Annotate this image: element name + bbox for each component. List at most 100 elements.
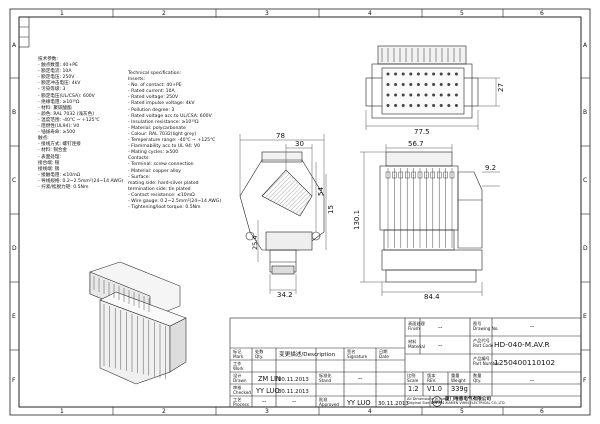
material-value: -- (438, 342, 443, 349)
drawn-date: 30.11.2013 (278, 377, 309, 383)
dim-label: 56.7 (408, 140, 424, 148)
spec-line: Inserts: (128, 77, 146, 83)
checked-date: 30.11.2013 (278, 389, 309, 395)
spec-line: 接线端: 锡 (38, 166, 60, 172)
spec-line: - Flammability acc.to UL 94: V0 (128, 144, 201, 150)
spec-line: - 额定电压(UL/CSA): 600V (38, 93, 95, 99)
spec-line: - 额定冲击电压: 4kV (38, 81, 81, 87)
spec-line: - Rated voltage acc.to UL/CSA: 600V (128, 113, 212, 119)
row-letter: B (12, 109, 17, 116)
front-view-dims (360, 144, 500, 296)
spec-line: - Rated voltage: 250V (128, 95, 179, 101)
col-number: 4 (368, 10, 372, 17)
spec-line: 接合端: 银 (38, 160, 60, 166)
process-value: -- (262, 398, 267, 405)
dim-label: 27 (497, 83, 505, 92)
dim-label: 9.2 (485, 164, 497, 172)
drawn-name: ZM LIN (258, 375, 281, 383)
spec-line: - 接触电阻: ≤10mΩ (38, 172, 81, 178)
col-number: 6 (540, 10, 544, 17)
isometric-view (89, 261, 187, 385)
row-letter: E (583, 313, 587, 320)
spec-line: - 材料: 聚碳酸酯 (38, 105, 72, 111)
spec-line: - 导线规格: 0.2~2.5mm²(24~14 AWG) (38, 178, 124, 184)
spec-line: 技术参数: (38, 57, 58, 62)
spec-line: Technical specification: (128, 71, 182, 76)
spec-line: - Material: copper alloy (128, 168, 182, 174)
col-number: 1 (60, 10, 64, 17)
spec-line: - 材料: 铜合金 (38, 148, 68, 154)
dim-label: 25.4 (251, 235, 259, 250)
isometric-terminals (93, 276, 166, 380)
spec-line: Contacts: (128, 156, 150, 162)
spec-line: - 触点数量: 40+PE (38, 63, 78, 69)
front-view-terminals (385, 168, 455, 248)
dim-label: 15 (327, 205, 335, 214)
row-letter: A (583, 42, 588, 49)
spec-line: - No. of contact: 40+PE (128, 83, 182, 89)
finish-value: -- (438, 324, 443, 331)
spec-list-english: Technical specification:Inserts:- No. of… (128, 71, 221, 211)
col-number: 3 (265, 408, 269, 415)
spec-line: - 颜色: RAL 7032 (浅灰色) (38, 111, 94, 117)
row-letter: C (12, 177, 17, 184)
spec-line: - Surface: (128, 174, 151, 180)
spec-list-chinese: 技术参数:- 触点数量: 40+PE- 额定电流: 10A- 额定电压: 250… (38, 57, 123, 191)
approved-date: 30.11.2013 (378, 401, 409, 407)
spec-line: - Colour: RAL 7032(light grey) (128, 131, 197, 137)
spec-line: - 接线方式: 螺钉连接 (38, 142, 81, 148)
spec-line: - Tightening/loot torque: 0.5Nm (128, 205, 201, 211)
qty-value: -- (530, 377, 535, 384)
col-number: 5 (460, 408, 464, 415)
spec-line: - Rated current: 10A (128, 89, 175, 95)
frame-ticks (10, 9, 590, 415)
spec-line: - Wire gauge: 0.2~2.5mm²(24~14 AWG) (128, 198, 222, 204)
spec-line: - 温度范围: -40℃ ~ +125℃ (38, 117, 100, 123)
spec-line: - 拧紧/松脱力矩: 0.5Nm (38, 184, 89, 190)
spec-line: - 插拔寿命: ≥500 (38, 130, 76, 136)
col-number: 1 (60, 408, 64, 415)
col-number: 3 (265, 10, 269, 17)
spec-line: - 绝缘电阻: ≥10¹⁰Ω (38, 99, 80, 105)
col-number: 2 (162, 10, 166, 17)
outer-frame (9, 8, 591, 416)
dim-label: 54 (317, 187, 325, 196)
side-view (239, 151, 325, 275)
row-letter: F (12, 377, 16, 384)
spec-line: termination side: tin plated (128, 186, 191, 192)
title-block-grid (229, 317, 582, 408)
spec-line: - 额定电流: 10A (38, 69, 72, 75)
spec-line: - Temperature range: -40℃ ~ +125℃ (128, 138, 216, 144)
dim-label: 30 (295, 140, 304, 148)
spec-line: mating side: hard-silver plated (128, 180, 199, 186)
checked-name: YY LUO (256, 387, 280, 395)
top-view (365, 45, 479, 119)
scale-value: 1:2 (408, 385, 419, 393)
spec-line: - Insulation resistance: ≥10¹⁰Ω (128, 119, 199, 125)
row-letter: D (12, 245, 17, 252)
col-number: 5 (460, 10, 464, 17)
part-code-value: HD-040-M.AV.R (494, 340, 550, 349)
col-number: 6 (540, 408, 544, 415)
spec-line: - 污染等级: 3 (38, 87, 66, 93)
row-letter: E (12, 313, 16, 320)
top-view-dims (365, 77, 500, 130)
col-number: 4 (368, 408, 372, 415)
spec-line: - Mating cycles: ≥500 (128, 150, 179, 156)
weight-value: 339g (451, 385, 468, 393)
